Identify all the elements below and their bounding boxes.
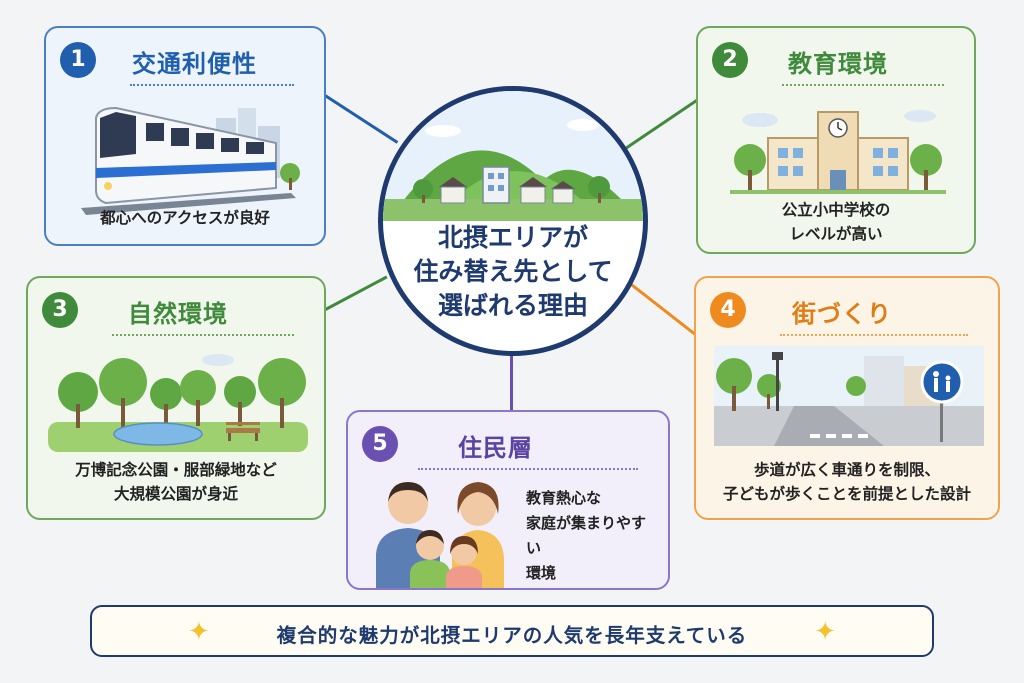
title-divider <box>112 334 294 336</box>
card-education: 2 教育環境 公立小中学校の レベルが高い <box>696 26 976 254</box>
title-divider <box>780 334 968 336</box>
banner-text: 複合的な魅力が北摂エリアの人気を長年支えている <box>276 624 748 647</box>
caption-line: 家庭が集まりやすい <box>526 514 647 557</box>
sparkle-icon: ✦ <box>188 617 210 647</box>
card-residents: 5 住民層 教育熱心な 家庭が集まりやすい 環境 <box>346 410 670 590</box>
title-divider <box>782 84 944 86</box>
card-caption: 万博記念公園・服部緑地など 大規模公園が身近 <box>28 458 324 506</box>
card-title: 街づくり <box>792 300 892 328</box>
card-caption: 教育熱心な 家庭が集まりやすい 環境 <box>526 486 658 586</box>
card-title: 住民層 <box>458 434 533 462</box>
card-transportation: 1 交通利便性 都心へのアクセスが良好 <box>44 26 326 246</box>
card-title: 教育環境 <box>788 50 888 78</box>
family-icon <box>376 482 504 588</box>
street-icon <box>714 346 984 446</box>
card-number-badge: 5 <box>362 426 398 462</box>
connector-line-3 <box>317 275 388 315</box>
caption-line: 歩道が広く車通りを制限、 <box>753 461 940 479</box>
train-icon <box>81 106 300 215</box>
card-town-planning: 4 街づくり 歩道が広く車通りを制限、 子どもが歩くことを前提とした設計 <box>694 276 1000 520</box>
caption-line: 都心へのアクセスが良好 <box>100 209 270 227</box>
card-title: 自然環境 <box>128 300 228 328</box>
card-title: 交通利便性 <box>132 50 257 78</box>
caption-line: 万博記念公園・服部緑地など <box>75 461 277 479</box>
card-caption: 都心へのアクセスが良好 <box>46 206 324 230</box>
school-icon <box>730 110 946 194</box>
center-title-line: 北摂エリアが <box>437 223 588 252</box>
title-divider <box>130 84 294 86</box>
caption-line: 教育熱心な <box>526 489 602 507</box>
card-number-badge: 2 <box>712 42 748 78</box>
card-number-badge: 4 <box>710 292 746 328</box>
hills-town-icon <box>383 91 643 221</box>
center-title-line: 選ばれる理由 <box>437 291 588 320</box>
title-divider <box>418 468 638 470</box>
center-title: 北摂エリアが 住み替え先として 選ばれる理由 <box>383 221 643 323</box>
caption-line: 子どもが歩くことを前提とした設計 <box>722 485 971 503</box>
summary-banner: ✦ 複合的な魅力が北摂エリアの人気を長年支えている ✦ <box>90 605 934 657</box>
caption-line: 環境 <box>526 564 557 582</box>
park-icon <box>48 354 308 452</box>
card-number-badge: 1 <box>60 42 96 78</box>
center-hub: 北摂エリアが 住み替え先として 選ばれる理由 <box>378 86 648 356</box>
caption-line: 大規模公園が身近 <box>113 485 238 503</box>
caption-line: レベルが高い <box>789 225 883 243</box>
card-nature: 3 自然環境 万博記念公園・服部緑地など 大規模公園が身近 <box>26 276 326 520</box>
sparkle-icon: ✦ <box>814 617 836 647</box>
card-caption: 公立小中学校の レベルが高い <box>698 198 974 246</box>
card-number-badge: 3 <box>42 292 78 328</box>
card-caption: 歩道が広く車通りを制限、 子どもが歩くことを前提とした設計 <box>696 458 998 506</box>
connector-line-5 <box>510 356 513 412</box>
center-title-line: 住み替え先として <box>413 257 613 286</box>
caption-line: 公立小中学校の <box>781 201 891 219</box>
